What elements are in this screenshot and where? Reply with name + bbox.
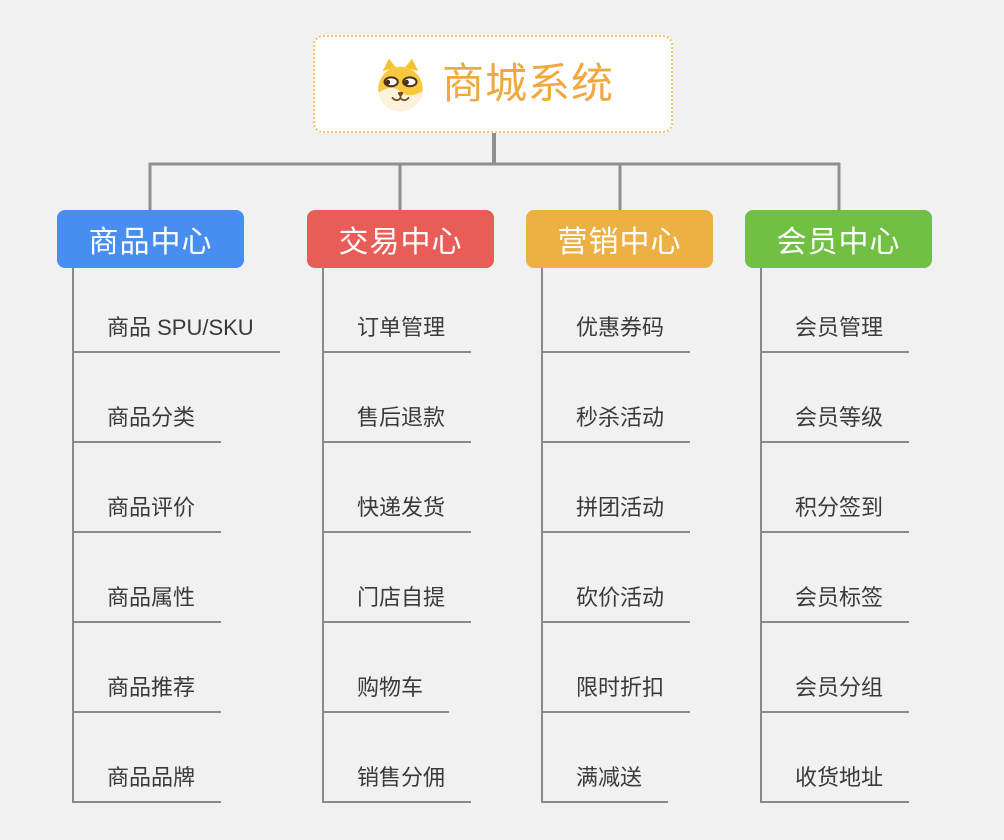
tree-item[interactable]: 秒杀活动: [543, 353, 766, 443]
tree-item-label[interactable]: 积分签到: [762, 495, 910, 533]
branch-header-member[interactable]: 会员中心: [745, 210, 932, 268]
branch-trade-center: 交易中心 订单管理 售后退款 快递发货 门店自提 购物车 销售分佣: [307, 210, 547, 803]
tree-item[interactable]: 商品评价: [74, 443, 297, 533]
tree-item[interactable]: 满减送: [543, 713, 766, 803]
tree-item-label[interactable]: 拼团活动: [543, 495, 691, 533]
tree-item-label[interactable]: 订单管理: [324, 315, 472, 353]
tree-item-label[interactable]: 快递发货: [324, 495, 472, 533]
root-title: 商城系统: [441, 60, 614, 107]
tree-item-label[interactable]: 商品推荐: [74, 675, 222, 713]
tree-item[interactable]: 会员等级: [762, 353, 985, 443]
tree-item-label[interactable]: 限时折扣: [543, 675, 691, 713]
tree-item-label[interactable]: 商品分类: [74, 405, 222, 443]
tree-item-label[interactable]: 满减送: [543, 765, 669, 803]
tree-item-label[interactable]: 砍价活动: [543, 585, 691, 623]
tree-item[interactable]: 商品分类: [74, 353, 297, 443]
tree-item[interactable]: 会员标签: [762, 533, 985, 623]
tree-item-label[interactable]: 售后退款: [324, 405, 472, 443]
tree-item-label[interactable]: 会员管理: [762, 315, 910, 353]
branch-member-center: 会员中心 会员管理 会员等级 积分签到 会员标签 会员分组 收货地址: [745, 210, 985, 803]
branch-children-marketing: 优惠券码 秒杀活动 拼团活动 砍价活动 限时折扣 满减送: [541, 268, 766, 803]
branch-children-product: 商品 SPU/SKU 商品分类 商品评价 商品属性 商品推荐 商品品牌: [72, 268, 297, 803]
tree-item-label[interactable]: 商品评价: [74, 495, 222, 533]
tree-item-label[interactable]: 会员标签: [762, 585, 910, 623]
tree-item[interactable]: 销售分佣: [324, 713, 547, 803]
tree-item[interactable]: 积分签到: [762, 443, 985, 533]
branch-header-marketing[interactable]: 营销中心: [526, 210, 713, 268]
branch-marketing-center: 营销中心 优惠券码 秒杀活动 拼团活动 砍价活动 限时折扣 满减送: [526, 210, 766, 803]
tree-item-label[interactable]: 商品属性: [74, 585, 222, 623]
tree-item-label[interactable]: 秒杀活动: [543, 405, 691, 443]
tree-item[interactable]: 商品推荐: [74, 623, 297, 713]
branch-product-center: 商品中心 商品 SPU/SKU 商品分类 商品评价 商品属性 商品推荐 商品品牌: [57, 210, 297, 803]
tree-item[interactable]: 砍价活动: [543, 533, 766, 623]
tree-item-label[interactable]: 销售分佣: [324, 765, 472, 803]
tree-item-label[interactable]: 购物车: [324, 675, 450, 713]
tree-item[interactable]: 商品 SPU/SKU: [74, 268, 297, 353]
root-node[interactable]: 商城系统: [313, 35, 673, 133]
tree-item[interactable]: 商品品牌: [74, 713, 297, 803]
tree-item[interactable]: 购物车: [324, 623, 547, 713]
tree-item[interactable]: 收货地址: [762, 713, 985, 803]
branch-header-trade[interactable]: 交易中心: [307, 210, 494, 268]
tree-item-label[interactable]: 收货地址: [762, 765, 910, 803]
tree-item[interactable]: 优惠券码: [543, 268, 766, 353]
tree-item[interactable]: 会员分组: [762, 623, 985, 713]
branch-children-trade: 订单管理 售后退款 快递发货 门店自提 购物车 销售分佣: [322, 268, 547, 803]
tree-item-label[interactable]: 商品品牌: [74, 765, 222, 803]
shiba-dog-icon: [378, 58, 423, 111]
tree-item-label[interactable]: 商品 SPU/SKU: [74, 315, 280, 353]
tree-item[interactable]: 限时折扣: [543, 623, 766, 713]
tree-item-label[interactable]: 会员分组: [762, 675, 910, 713]
tree-item-label[interactable]: 会员等级: [762, 405, 910, 443]
tree-item[interactable]: 快递发货: [324, 443, 547, 533]
branch-header-product[interactable]: 商品中心: [57, 210, 244, 268]
tree-item[interactable]: 拼团活动: [543, 443, 766, 533]
tree-item[interactable]: 订单管理: [324, 268, 547, 353]
tree-item[interactable]: 商品属性: [74, 533, 297, 623]
tree-item-label[interactable]: 优惠券码: [543, 315, 691, 353]
tree-item[interactable]: 售后退款: [324, 353, 547, 443]
branch-children-member: 会员管理 会员等级 积分签到 会员标签 会员分组 收货地址: [760, 268, 985, 803]
tree-item-label[interactable]: 门店自提: [324, 585, 472, 623]
tree-item[interactable]: 会员管理: [762, 268, 985, 353]
tree-item[interactable]: 门店自提: [324, 533, 547, 623]
